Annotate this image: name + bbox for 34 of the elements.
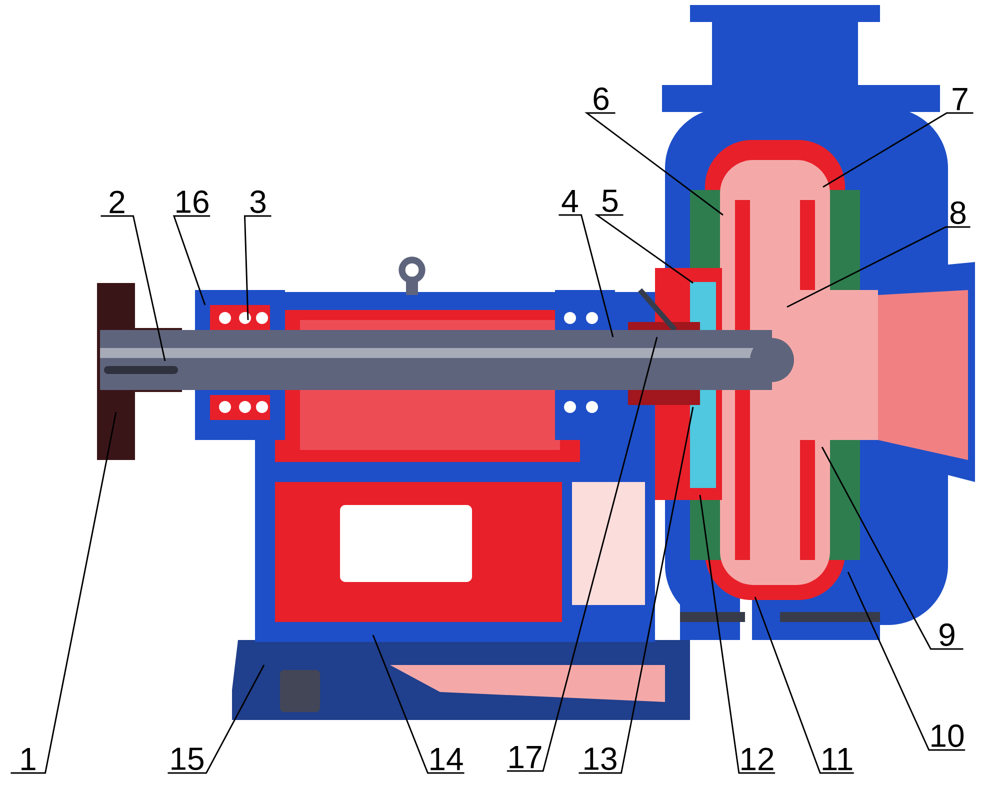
callout-number: 11 — [822, 748, 852, 770]
callout-number: 10 — [932, 724, 964, 748]
callout-number: 12 — [742, 748, 774, 770]
callout-number: 3 — [250, 190, 266, 214]
leader-line — [822, 112, 974, 188]
leader-line — [172, 215, 210, 306]
leader-line — [821, 446, 964, 650]
callout-number: 1 — [22, 748, 36, 770]
leader-line — [847, 572, 966, 751]
leader-line — [168, 664, 265, 774]
callout-number: 7 — [952, 88, 968, 110]
leader-line — [100, 215, 166, 362]
leader-line — [372, 634, 464, 774]
callout-number: 13 — [584, 747, 616, 770]
leader-line — [584, 112, 724, 216]
callout-number: 17 — [510, 746, 542, 768]
leader-line — [699, 494, 776, 774]
callout-number: 2 — [110, 190, 124, 214]
leader-line — [594, 214, 694, 284]
callout-number: 8 — [950, 201, 966, 224]
leader-line — [506, 336, 658, 772]
leader-line — [786, 226, 970, 308]
callout-number: 15 — [172, 748, 204, 770]
callout-number: 4 — [562, 190, 578, 212]
callout-number: 16 — [176, 190, 208, 214]
callout-number: 6 — [594, 87, 608, 110]
leader-line — [10, 412, 117, 774]
leader-line — [754, 596, 854, 774]
callout-number: 14 — [430, 748, 463, 770]
callout-number: 9 — [940, 623, 954, 646]
leader-line — [578, 406, 694, 774]
leader-line — [244, 215, 272, 320]
leader-line — [558, 214, 614, 338]
callout-number: 5 — [602, 190, 618, 212]
